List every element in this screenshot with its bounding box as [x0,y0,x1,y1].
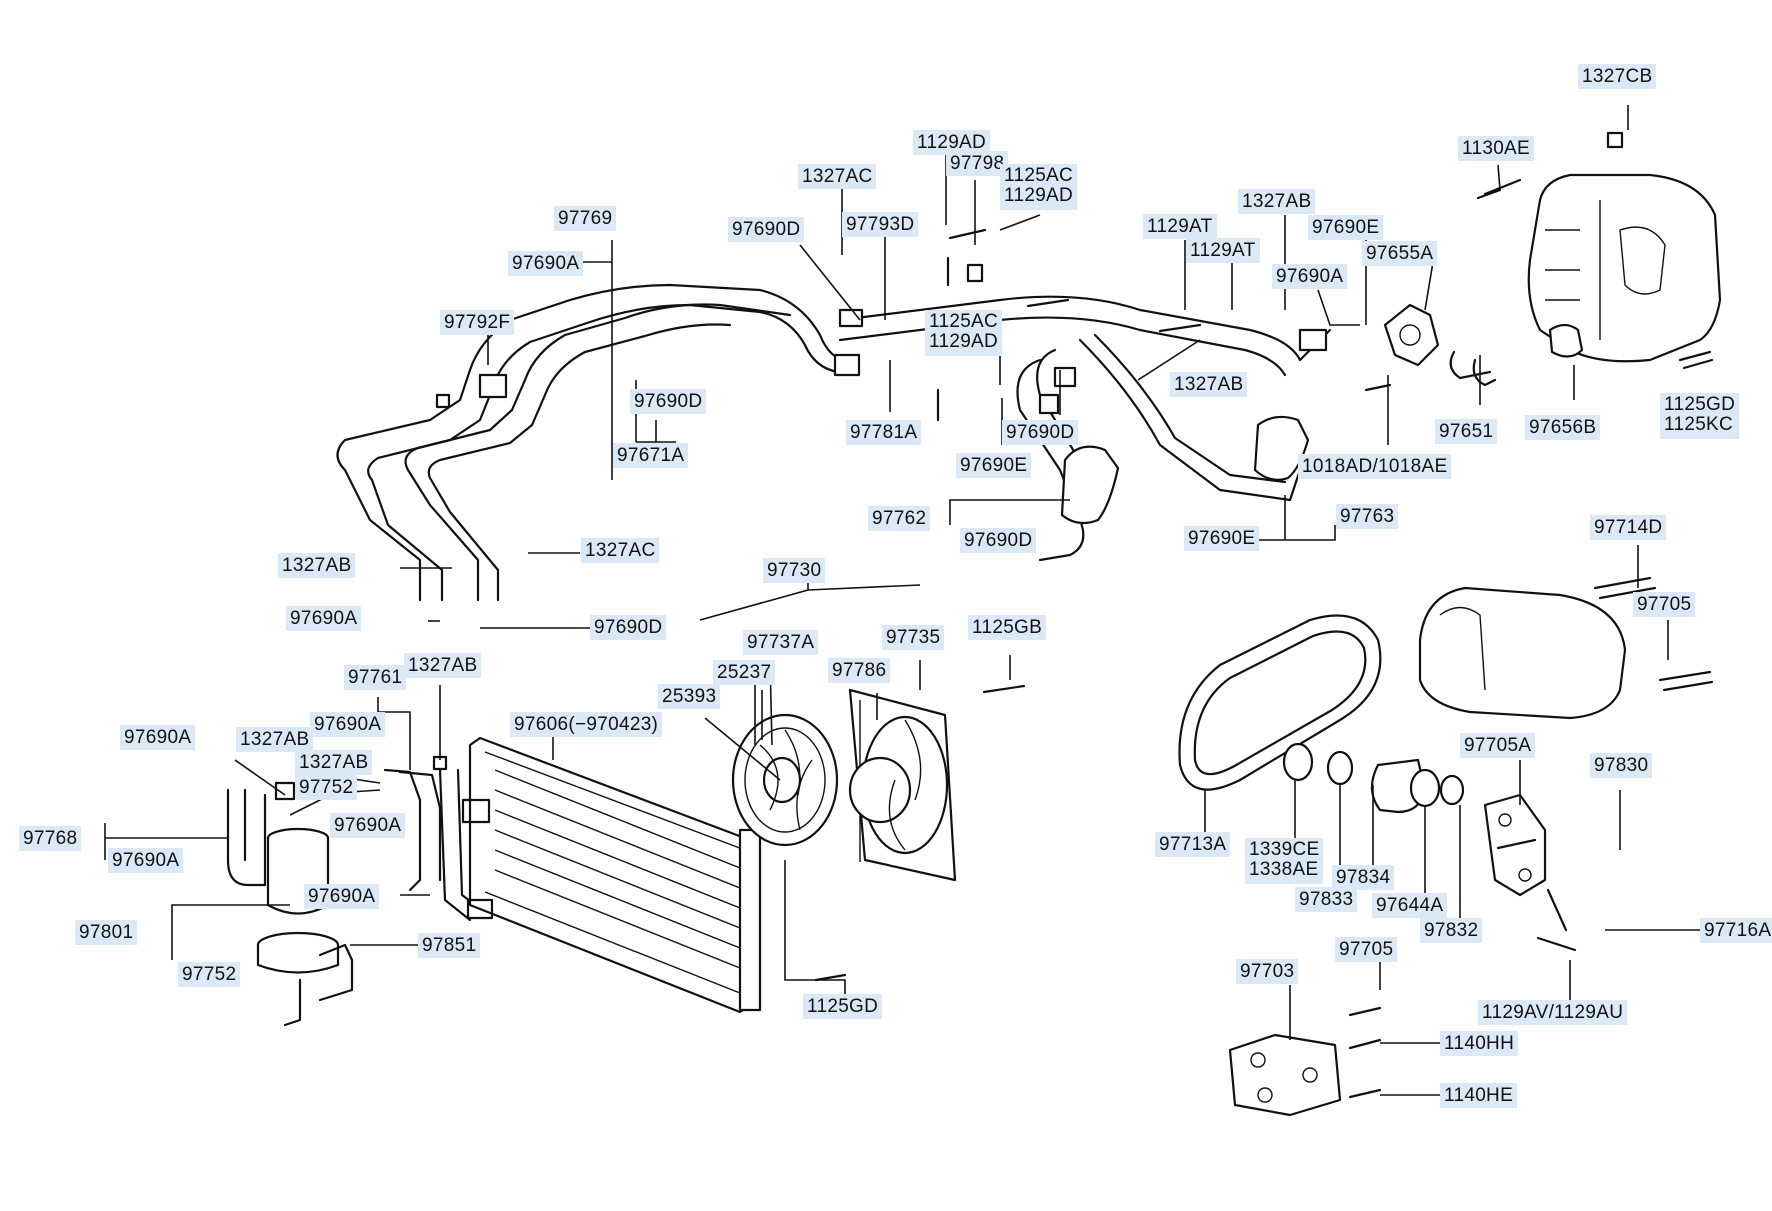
callout-97703: 97703 [1236,959,1299,984]
callout-97690A-6: 97690A [330,813,406,838]
callout-97761: 97761 [344,665,407,690]
callout-97801: 97801 [75,920,138,945]
callout-97655A: 97655A [1362,241,1438,266]
callout-97752: 97752 [295,775,358,800]
callout-97690A-7: 97690A [108,848,184,873]
callout-97690E: 97690E [1308,215,1384,240]
callout-1327AB-6: 1327AB [295,750,373,775]
callout-1327AC: 1327AC [798,164,877,189]
callout-97769: 97769 [554,206,617,231]
callout-1327AB-3: 1327AB [278,553,356,578]
callout-97793D: 97793D [842,212,919,237]
callout-97651: 97651 [1435,419,1498,444]
callout-97690D-3: 97690D [1002,420,1079,445]
leader-lines [104,105,1700,1096]
callout-97786: 97786 [828,658,891,683]
callout-1129AV-1129AU: 1129AV/1129AU [1478,1000,1628,1025]
callout-1327AB-5: 1327AB [236,727,314,752]
callout-97644A: 97644A [1372,893,1448,918]
callout-97762: 97762 [868,506,931,531]
callout-1129AT-2: 1129AT [1186,238,1260,263]
callout-1339CE-1338AE: 1339CE 1338AE [1245,838,1324,884]
callout-97730: 97730 [763,558,826,583]
compressor-housing [1449,131,1722,387]
callout-97690D-2: 97690D [630,389,707,414]
callout-97690A-5: 97690A [120,725,196,750]
suction-discharge-hoses [336,263,1332,602]
condenser [468,736,762,1014]
callout-97716A: 97716A [1700,918,1772,943]
gasket-plate [1364,303,1440,392]
callout-97705: 97705 [1633,592,1696,617]
callout-1129AD: 1129AD [913,130,991,155]
callout-97832: 97832 [1420,918,1483,943]
callout-97690A-4: 97690A [310,712,386,737]
callout-97834: 97834 [1332,865,1395,890]
callout-1140HE: 1140HE [1440,1083,1518,1108]
callout-97690D-5: 97690D [590,615,667,640]
callout-97690E-2: 97690E [956,453,1032,478]
drive-belt [1178,614,1382,791]
callout-1125GB: 1125GB [968,615,1047,640]
callout-97735: 97735 [882,625,945,650]
callout-97830: 97830 [1590,753,1653,778]
callout-1327AB: 1327AB [1238,189,1316,214]
condenser-fan [731,713,839,847]
fan-shroud [848,688,957,882]
callout-97792F: 97792F [440,310,515,335]
callout-1125AC-1129AD: 1125AC 1129AD [1000,164,1078,210]
callout-97656B: 97656B [1525,415,1601,440]
callout-1327AB-2: 1327AB [1170,372,1248,397]
callout-97737A: 97737A [743,630,819,655]
callout-1327CB: 1327CB [1578,64,1657,89]
liquid-line [383,755,494,922]
callout-25393: 25393 [658,684,721,709]
callout-1327AB-4: 1327AB [404,653,482,678]
callout-97606: 97606(−970423) [510,712,663,737]
callout-97714D: 97714D [1590,515,1667,540]
callout-1140HH: 1140HH [1440,1031,1519,1056]
callout-97833: 97833 [1295,887,1358,912]
callout-97752-2: 97752 [178,962,241,987]
callout-1125GD-1125KC: 1125GD 1125KC [1660,393,1740,439]
callout-97713A: 97713A [1155,832,1231,857]
callout-1018AD-1018AE: 1018AD/1018AE [1298,454,1452,479]
callout-97671A: 97671A [613,443,689,468]
callout-1130AE: 1130AE [1458,136,1535,161]
callout-97690E-3: 97690E [1184,526,1260,551]
callout-97690D-4: 97690D [960,528,1037,553]
callout-97690D: 97690D [728,217,805,242]
callout-97705A: 97705A [1460,733,1536,758]
callout-97690A-3: 97690A [286,606,362,631]
callout-97798: 97798 [946,151,1009,176]
callout-97851: 97851 [418,933,481,958]
callout-1125AC-1129AD-2: 1125AC 1129AD [925,310,1003,356]
callout-1125GD: 1125GD [803,994,883,1019]
callout-97781A: 97781A [846,420,922,445]
callout-97763: 97763 [1336,504,1399,529]
callout-1327AC-2: 1327AC [581,538,660,563]
compressor [1418,576,1714,720]
callout-1129AT: 1129AT [1143,214,1217,239]
callout-97690A: 97690A [508,251,584,276]
callout-97705-2: 97705 [1335,937,1398,962]
callout-97690A-2: 97690A [1272,264,1348,289]
callout-97690A-8: 97690A [304,884,380,909]
compressor-clutch-parts [1282,742,1465,814]
callout-97768: 97768 [19,826,82,851]
callout-25237: 25237 [713,660,776,685]
bolts [814,228,1577,1099]
